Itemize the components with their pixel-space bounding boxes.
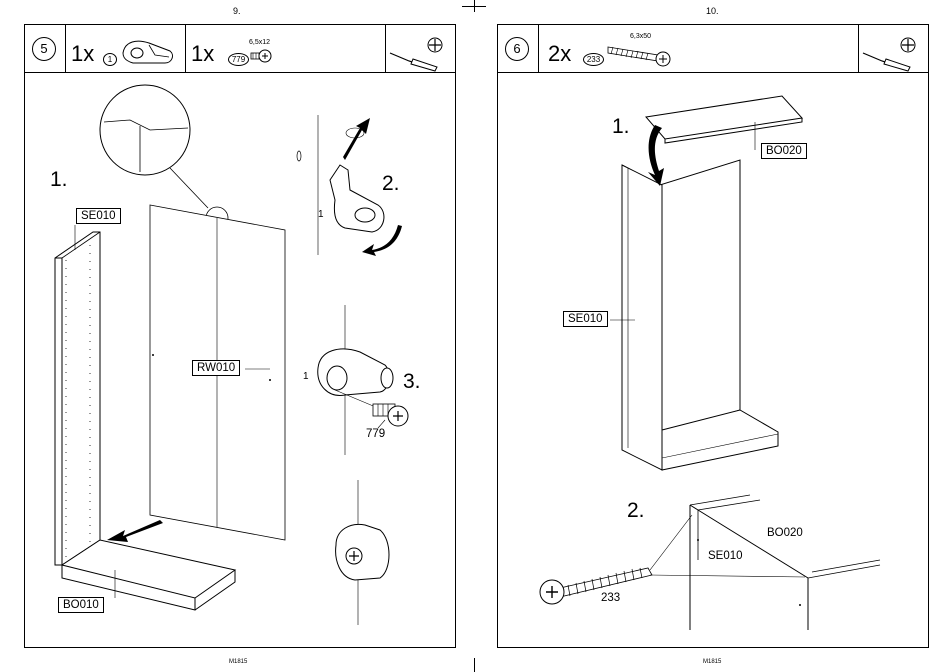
callout-screw: 233	[601, 592, 620, 604]
detail-label-side: SE010	[708, 550, 743, 562]
detail-label-top: BO020	[767, 527, 803, 539]
substep-2: 2.	[627, 499, 645, 523]
part-label-top-panel: BO020	[761, 143, 807, 159]
footer-code: M1815	[703, 659, 721, 665]
part-label-side-panel: SE010	[563, 311, 608, 327]
substep-1: 1.	[612, 115, 630, 139]
